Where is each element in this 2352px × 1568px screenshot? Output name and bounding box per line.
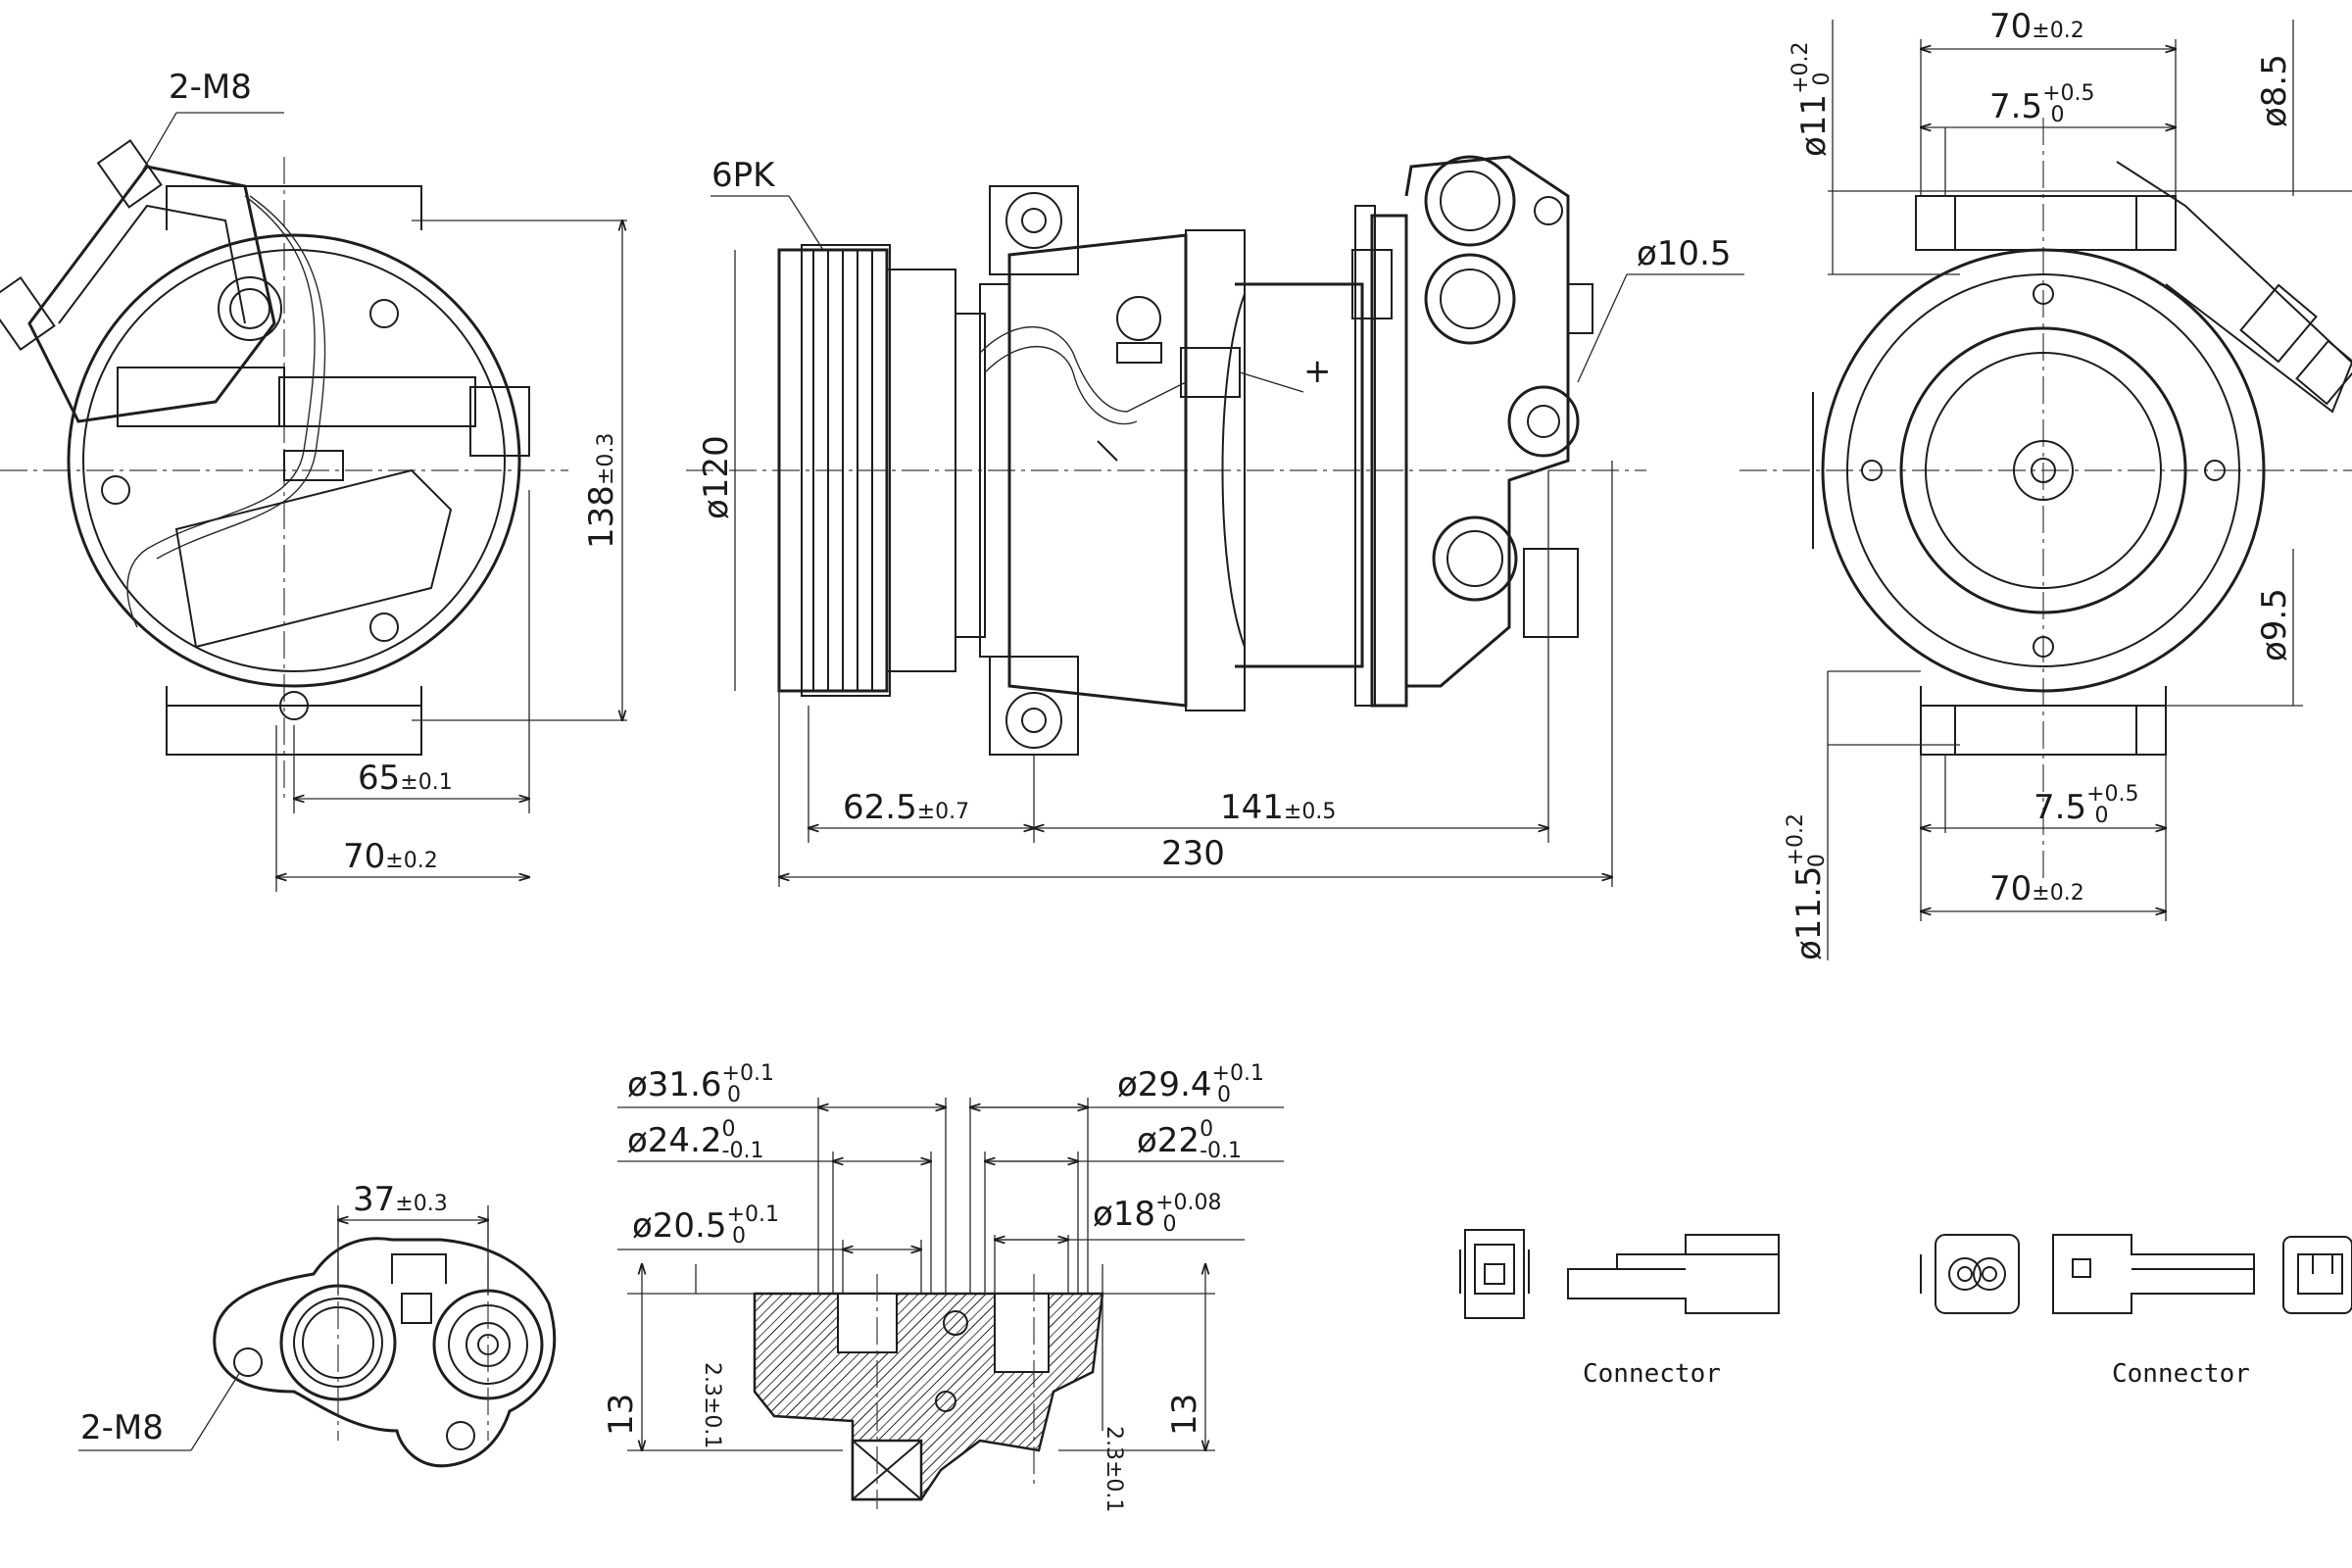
port-detail: 37±0.3 2-M8 [78, 1180, 557, 1468]
section-d2-label: ø24.20-0.1 [627, 1117, 763, 1163]
side-port-dia-label: ø10.5 [1637, 234, 1732, 273]
rear-bottom-width-label: 70±0.2 [1989, 869, 2084, 908]
side-belt-label: 6PK [711, 156, 776, 195]
section-depth-left-label: 13 [602, 1394, 641, 1436]
side-pulley-dia-label: ø120 [697, 435, 736, 519]
section-d5-label: ø220-0.1 [1137, 1117, 1242, 1163]
rear-top-width-label: 70±0.2 [1989, 7, 2084, 46]
front-view: 138±0.3 65±0.1 70±0.2 2-M8 [0, 68, 627, 892]
port-spacing-label: 37±0.3 [353, 1180, 448, 1219]
front-width-inner-label: 65±0.1 [358, 759, 453, 798]
front-bolt-label: 2-M8 [169, 68, 252, 107]
port-bolt-label: 2-M8 [80, 1408, 164, 1447]
section-depth-right-tol-label: 2.3±0.1 [1102, 1426, 1126, 1512]
rear-bottom-hole-label: ø11.5+0.20 [1784, 813, 1830, 960]
side-len-body-label: 141±0.5 [1220, 788, 1336, 827]
section-depth-left-tol-label: 2.3±0.1 [700, 1362, 724, 1448]
plus-mark: + [1303, 352, 1332, 391]
section-depth-right-label: 13 [1165, 1394, 1204, 1436]
rear-top-right-label: ø8.5 [2255, 54, 2294, 127]
side-view: + 62.5±0.7 141±0.5 230 ø120 6PK ø10.5 [686, 155, 1744, 887]
front-height-label: 138±0.3 [582, 433, 621, 549]
connector-2-label: Connector [2112, 1359, 2250, 1389]
side-len-pulley-label: 62.5±0.7 [843, 788, 969, 827]
front-width-outer-label: 70±0.2 [343, 837, 438, 876]
rear-bottom-right-label: ø9.5 [2255, 588, 2294, 662]
side-len-total-label: 230 [1161, 834, 1225, 873]
connector-1-label: Connector [1583, 1359, 1721, 1389]
connector-1: Connector [1459, 1229, 1780, 1389]
rear-top-hole-label: ø11+0.20 [1788, 42, 1835, 158]
connector-2: Connector [1920, 1234, 2352, 1389]
